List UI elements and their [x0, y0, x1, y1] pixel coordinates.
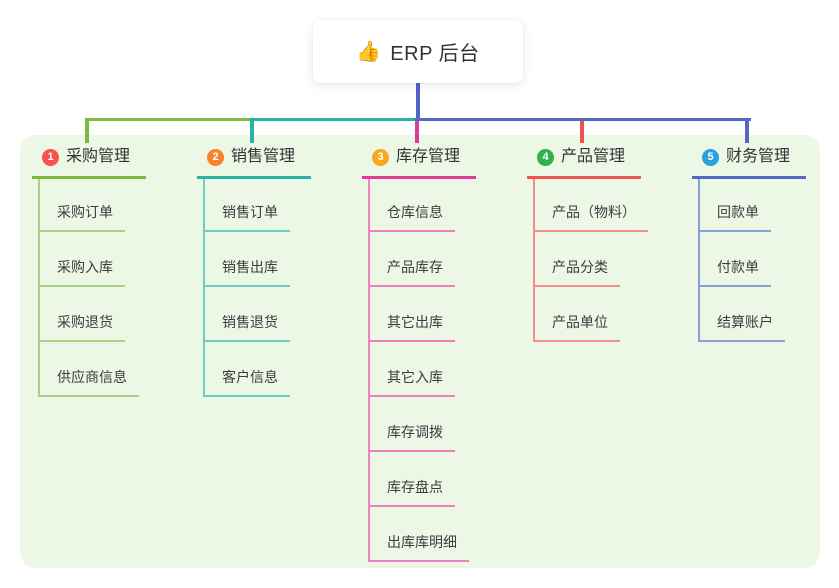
connector-trunk-1: [85, 118, 254, 121]
leaf-node[interactable]: 客户信息: [203, 365, 290, 397]
root-node[interactable]: 👍 ERP 后台: [313, 20, 523, 83]
leaf-node[interactable]: 产品单位: [533, 310, 620, 342]
connector-drop-4: [580, 121, 584, 143]
branch-number-badge: 4: [537, 148, 554, 166]
leaf-node[interactable]: 采购退货: [38, 310, 125, 342]
branch-number-badge: 1: [42, 148, 59, 166]
leaf-node[interactable]: 产品库存: [368, 255, 455, 287]
branch-spine-line: [38, 179, 40, 397]
branch-title: 产品管理: [561, 148, 626, 165]
leaf-node[interactable]: 产品（物料）: [533, 200, 648, 232]
connector-trunk-5: [415, 118, 751, 121]
leaf-node[interactable]: 库存盘点: [368, 475, 455, 507]
connector-drop-3: [415, 121, 419, 143]
branch-title: 采购管理: [66, 148, 131, 165]
leaf-node[interactable]: 仓库信息: [368, 200, 455, 232]
leaf-node[interactable]: 销售出库: [203, 255, 290, 287]
leaf-node[interactable]: 采购入库: [38, 255, 125, 287]
leaf-node[interactable]: 库存调拨: [368, 420, 455, 452]
mindmap-panel: [20, 135, 820, 568]
branch-header-5[interactable]: 5 财务管理: [692, 145, 807, 179]
connector-drop-5: [745, 118, 749, 143]
branch-header-1[interactable]: 1 采购管理: [32, 145, 147, 179]
connector-root-line: [416, 82, 420, 121]
connector-trunk-2: [250, 118, 419, 121]
branch-number-badge: 2: [207, 148, 224, 166]
leaf-node[interactable]: 出库库明细: [368, 530, 469, 562]
branch-header-3[interactable]: 3 库存管理: [362, 145, 477, 179]
branch-title: 销售管理: [231, 148, 296, 165]
leaf-node[interactable]: 其它出库: [368, 310, 455, 342]
connector-drop-2: [250, 118, 254, 143]
leaf-node[interactable]: 销售订单: [203, 200, 290, 232]
leaf-node[interactable]: 销售退货: [203, 310, 290, 342]
branch-header-2[interactable]: 2 销售管理: [197, 145, 312, 179]
root-title: ERP 后台: [390, 43, 480, 65]
connector-drop-1: [85, 118, 89, 143]
leaf-node[interactable]: 其它入库: [368, 365, 455, 397]
branch-spine-line: [698, 179, 700, 342]
thumbs-up-icon: 👍: [356, 40, 382, 63]
leaf-node[interactable]: 产品分类: [533, 255, 620, 287]
leaf-node[interactable]: 付款单: [698, 255, 771, 287]
leaf-node[interactable]: 结算账户: [698, 310, 785, 342]
leaf-node[interactable]: 供应商信息: [38, 365, 139, 397]
branch-title: 库存管理: [396, 148, 461, 165]
branch-header-4[interactable]: 4 产品管理: [527, 145, 642, 179]
branch-spine-line: [368, 179, 370, 562]
leaf-node[interactable]: 回款单: [698, 200, 771, 232]
branch-spine-line: [203, 179, 205, 397]
branch-number-badge: 3: [372, 148, 389, 166]
leaf-node[interactable]: 采购订单: [38, 200, 125, 232]
branch-title: 财务管理: [726, 148, 791, 165]
branch-spine-line: [533, 179, 535, 342]
branch-number-badge: 5: [702, 148, 719, 166]
